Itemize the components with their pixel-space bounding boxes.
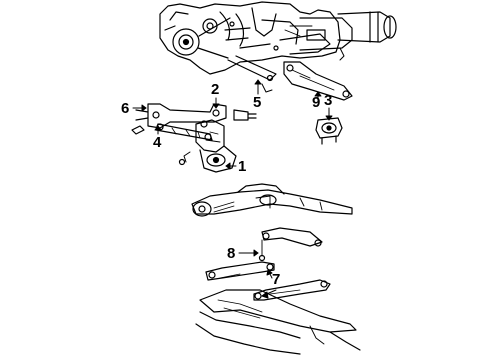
callout-4: 4 <box>153 134 162 151</box>
engine-transmission-assembly <box>159 1 397 93</box>
callout-3: 3 <box>324 92 333 109</box>
callout-8: 8 <box>227 245 236 262</box>
engine-mount <box>178 119 237 173</box>
mount-bracket-upper <box>131 103 257 135</box>
rear-axle-assembly <box>191 183 353 217</box>
callout-2: 2 <box>211 81 220 98</box>
callout-9: 9 <box>312 94 321 111</box>
callout-5: 5 <box>253 94 262 111</box>
transmission-mount <box>315 117 343 145</box>
suspension-links <box>205 227 331 301</box>
callout-6: 6 <box>121 100 130 117</box>
callout-1: 1 <box>238 158 247 175</box>
rear-brace <box>283 47 353 101</box>
callout-7: 7 <box>272 271 281 288</box>
frame-rails <box>195 289 361 355</box>
callout-leaders <box>132 79 333 299</box>
